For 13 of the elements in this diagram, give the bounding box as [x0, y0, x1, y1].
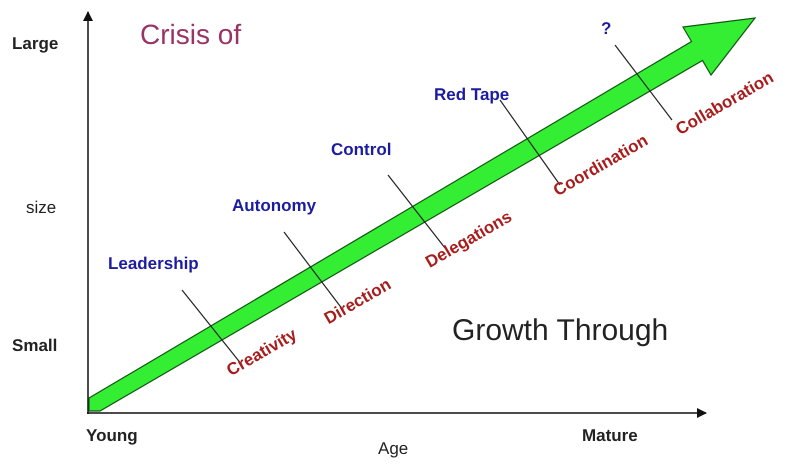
axis-label: Young: [86, 427, 138, 446]
axis-label: size: [26, 199, 56, 218]
axis-label: Mature: [582, 427, 638, 446]
crisis-label: Autonomy: [232, 197, 316, 216]
axis-label: Small: [12, 337, 58, 356]
heading: Growth Through: [452, 314, 668, 347]
crisis-label: Leadership: [108, 255, 199, 274]
crisis-label: ?: [601, 20, 612, 39]
axis-label: Large: [12, 35, 58, 54]
crisis-label: Red Tape: [434, 86, 510, 105]
crisis-label: Control: [331, 141, 392, 160]
axis-title: Age: [378, 440, 408, 459]
heading: Crisis of: [140, 20, 242, 51]
